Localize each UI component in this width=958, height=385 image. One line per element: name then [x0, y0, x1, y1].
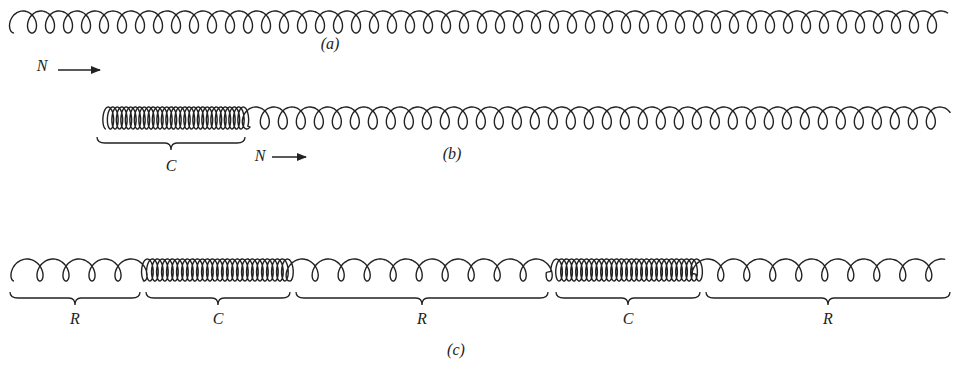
panel-label: (a) — [321, 36, 340, 52]
direction-arrow — [58, 69, 100, 70]
spring — [103, 107, 951, 129]
spring-coils — [10, 11, 951, 281]
region-label: R — [823, 311, 833, 327]
region-brace — [97, 137, 245, 150]
region-brace — [556, 292, 700, 305]
region-label: C — [166, 158, 177, 174]
panel-label: (c) — [447, 342, 465, 358]
region-label: C — [213, 311, 224, 327]
region-label: C — [623, 311, 634, 327]
direction-arrow — [272, 156, 306, 157]
direction-label: N — [37, 58, 48, 74]
region-brace — [10, 292, 140, 305]
panel-label: (b) — [443, 146, 462, 162]
region-brace — [146, 292, 290, 305]
direction-label: N — [255, 148, 266, 164]
region-label: R — [70, 311, 80, 327]
spring — [10, 11, 949, 33]
region-braces — [10, 137, 950, 305]
region-brace — [706, 292, 950, 305]
region-brace — [296, 292, 548, 305]
spring — [11, 259, 945, 281]
region-label: R — [417, 311, 427, 327]
